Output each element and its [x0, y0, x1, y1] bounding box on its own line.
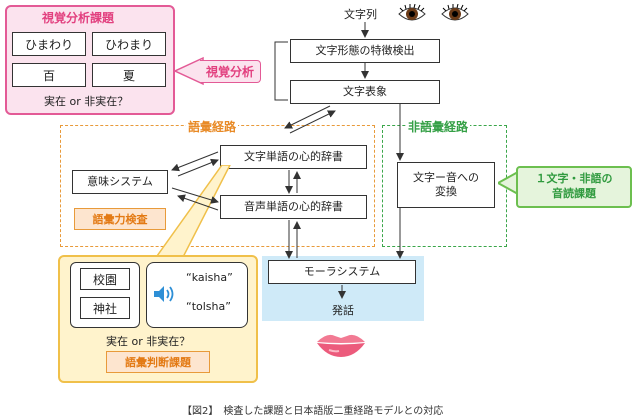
char-sound-line-2: 変換: [435, 185, 457, 198]
visual-cell-3: 百: [12, 63, 86, 87]
visual-cell-1: ひまわり: [12, 32, 86, 56]
input-string-label: 文字列: [344, 8, 377, 21]
char-sound-line-1: 文字ー音への: [413, 171, 479, 185]
vocabulary-test-tag: 語彙力検査: [74, 208, 166, 230]
visual-cell-4: 夏: [92, 63, 166, 87]
speech-label: 発話: [332, 304, 354, 317]
visual-analysis-task-title: 視覚分析課題: [42, 11, 115, 25]
meaning-system-box: 意味システム: [72, 170, 168, 194]
lexical-decision-tag: 語彙判断課題: [106, 351, 210, 373]
eye-icon: [397, 3, 427, 24]
spoken-word-2: “tolsha”: [186, 300, 231, 313]
speaker-icon: [152, 282, 176, 306]
visual-question: 実在 or 非実在？: [44, 95, 129, 108]
green-callout-line-2: 音読課題: [552, 187, 596, 200]
written-lexicon-box: 文字単語の心的辞書: [220, 145, 367, 169]
lexical-route-label: 語彙経路: [186, 118, 239, 135]
green-callout-line-1: １文字・非語の: [535, 172, 613, 186]
char-representation-box: 文字表象: [290, 80, 440, 104]
mora-system-box: モーラシステム: [268, 260, 416, 284]
yellow-question: 実在 or 非実在？: [106, 335, 191, 348]
char-form-detection-box: 文字形態の特徴検出: [290, 39, 440, 63]
nonlexical-route-label: 非語彙経路: [406, 118, 471, 135]
yellow-cell-1: 校園: [80, 268, 130, 290]
eye-icon: [440, 3, 470, 24]
single-char-reading-task: １文字・非語の 音読課題: [516, 166, 632, 208]
visual-analysis-task-panel: [5, 5, 175, 115]
lips-icon: [315, 330, 367, 358]
char-sound-conversion-box: 文字ー音への 変換: [397, 162, 495, 208]
spoken-lexicon-box: 音声単語の心的辞書: [220, 195, 367, 219]
figure-caption: 【図2】 検査した課題と日本語版二重経路モデルとの対応: [182, 406, 444, 417]
visual-cell-2: ひわまり: [92, 32, 166, 56]
yellow-cell-2: 神社: [80, 297, 130, 319]
spoken-word-1: “kaisha”: [186, 271, 233, 284]
visual-analysis-label: 視覚分析: [200, 60, 262, 83]
